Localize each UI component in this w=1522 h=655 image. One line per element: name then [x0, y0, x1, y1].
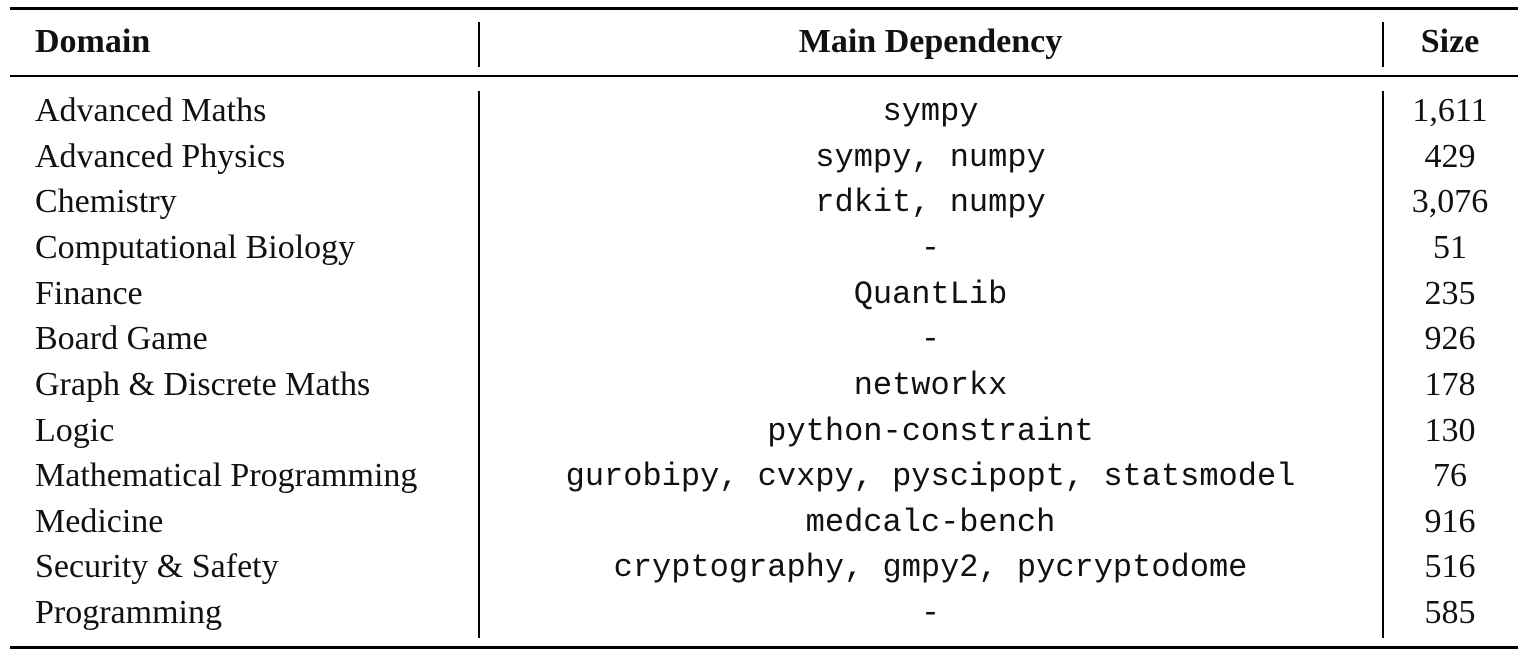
size-cell: 178 — [1424, 366, 1476, 403]
domain-cell: Security & Safety — [35, 548, 279, 585]
header-domain: Domain — [35, 23, 151, 60]
column-divider — [1382, 91, 1384, 638]
domain-cell: Board Game — [35, 320, 208, 357]
domain-cell: Programming — [35, 594, 222, 631]
size-cell: 235 — [1424, 275, 1476, 312]
domain-cell: Chemistry — [35, 183, 177, 220]
table-row: Graph & Discrete Maths networkx 178 — [0, 362, 1522, 408]
table-row: Computational Biology - 51 — [0, 225, 1522, 271]
domain-cell: Advanced Physics — [35, 138, 286, 175]
dependency-cell: - — [920, 595, 941, 632]
table-row: Advanced Maths sympy 1,611 — [0, 88, 1522, 134]
header-size: Size — [1420, 23, 1480, 60]
dependency-cell: sympy, numpy — [815, 139, 1046, 176]
size-cell: 51 — [1433, 229, 1467, 266]
domain-cell: Logic — [35, 412, 115, 449]
dependency-cell: - — [920, 321, 941, 358]
column-divider — [478, 91, 480, 638]
table-row: Finance QuantLib 235 — [0, 271, 1522, 317]
bottom-rule — [10, 646, 1518, 649]
size-cell: 926 — [1424, 320, 1476, 357]
table-row: Advanced Physics sympy, numpy 429 — [0, 134, 1522, 180]
table-row: Logic python-constraint 130 — [0, 408, 1522, 454]
size-cell: 916 — [1424, 503, 1476, 540]
table-row: Medicine medcalc-bench 916 — [0, 499, 1522, 545]
domain-cell: Finance — [35, 275, 143, 312]
table-row: Security & Safety cryptography, gmpy2, p… — [0, 544, 1522, 590]
table-row: Chemistry rdkit, numpy 3,076 — [0, 179, 1522, 225]
dependency-cell: sympy — [882, 93, 979, 130]
size-cell: 130 — [1424, 412, 1476, 449]
column-divider — [1382, 22, 1384, 67]
size-cell: 1,611 — [1412, 92, 1488, 129]
dependency-cell: networkx — [853, 367, 1008, 404]
size-cell: 516 — [1424, 548, 1476, 585]
domain-cell: Computational Biology — [35, 229, 356, 266]
dependency-cell: gurobipy, cvxpy, pyscipopt, statsmodel — [565, 458, 1296, 495]
header-rule — [10, 75, 1518, 77]
domain-cell: Medicine — [35, 503, 164, 540]
top-rule — [10, 7, 1518, 10]
dependency-cell: medcalc-bench — [805, 504, 1056, 541]
size-cell: 76 — [1433, 457, 1467, 494]
domain-cell: Graph & Discrete Maths — [35, 366, 371, 403]
table-row: Board Game - 926 — [0, 316, 1522, 362]
domain-cell: Advanced Maths — [35, 92, 267, 129]
domain-cell: Mathematical Programming — [35, 457, 418, 494]
size-cell: 3,076 — [1411, 183, 1489, 220]
dependency-cell: rdkit, numpy — [815, 184, 1046, 221]
dependency-cell: python-constraint — [767, 413, 1094, 450]
column-divider — [478, 22, 480, 67]
dependency-cell: - — [920, 230, 941, 267]
header-main-dependency: Main Dependency — [798, 23, 1063, 60]
table-row: Programming - 585 — [0, 590, 1522, 636]
dependency-cell: cryptography, gmpy2, pycryptodome — [613, 549, 1248, 586]
size-cell: 585 — [1424, 594, 1476, 631]
table-row: Mathematical Programming gurobipy, cvxpy… — [0, 453, 1522, 499]
size-cell: 429 — [1424, 138, 1476, 175]
dependency-cell: QuantLib — [853, 276, 1008, 313]
